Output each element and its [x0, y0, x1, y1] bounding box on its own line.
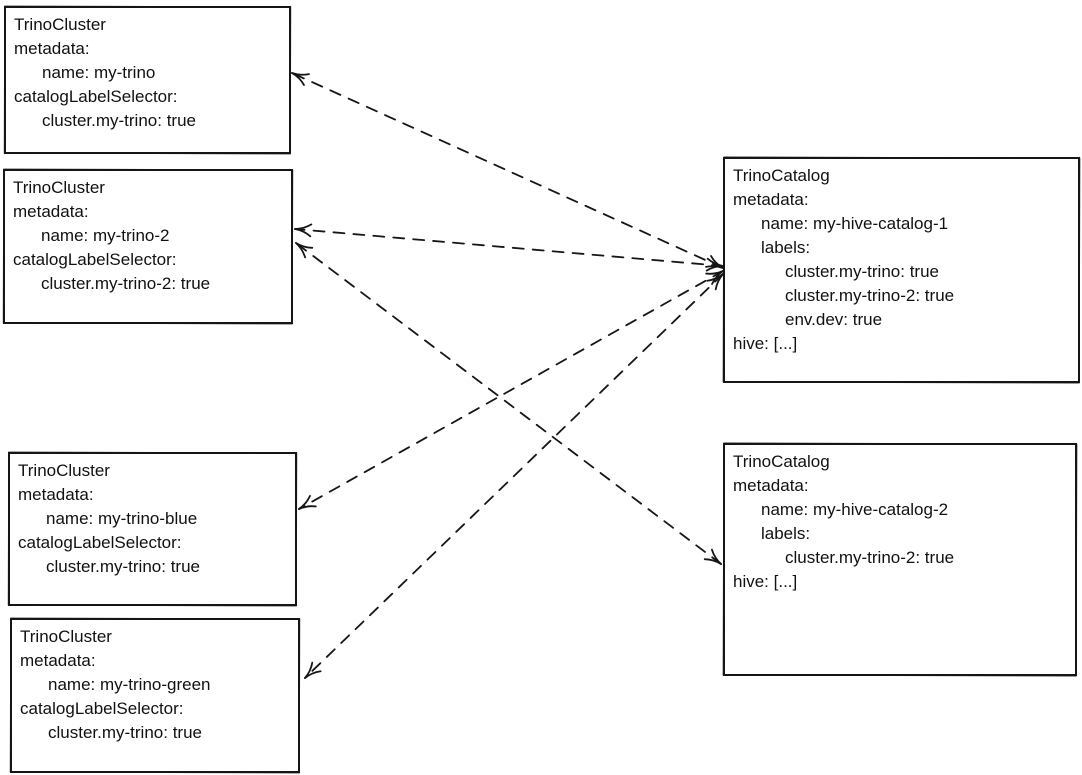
- edge-arrowhead: [706, 257, 724, 267]
- node-trinocluster-my-trino: TrinoCluster metadata: name: my-trino catal…: [4, 6, 291, 154]
- node-line: cluster.my-trino: true: [785, 262, 939, 281]
- edge-arrowhead: [706, 273, 724, 282]
- node-line: TrinoCatalog: [733, 166, 830, 185]
- node-line: name: my-hive-catalog-1: [761, 214, 949, 233]
- edge-line: [298, 270, 724, 510]
- node-line: TrinoCluster: [14, 15, 106, 34]
- node-line: name: my-trino-blue: [46, 509, 198, 528]
- node-line: name: my-trino-green: [48, 675, 211, 694]
- node-line: labels:: [761, 524, 811, 543]
- node-trinocluster-my-trino-green: TrinoCluster metadata: name: my-trino-gree…: [10, 618, 300, 773]
- node-line: catalogLabelSelector:: [18, 533, 182, 552]
- node-line: name: my-trino-2: [41, 226, 170, 245]
- node-line: labels:: [761, 238, 811, 257]
- edge-arrowhead: [304, 670, 322, 679]
- node-line: env.dev: true: [785, 310, 883, 329]
- node-line: cluster.my-trino: true: [42, 111, 196, 130]
- edge-arrowhead: [294, 228, 312, 238]
- node-line: name: my-trino: [42, 63, 156, 82]
- node-line: metadata:: [18, 485, 94, 504]
- edge-arrowhead: [291, 72, 305, 86]
- edge-line: [291, 72, 724, 269]
- node-line: cluster.my-trino: true: [48, 723, 202, 742]
- edge-arrowhead: [710, 255, 724, 269]
- node-trinocatalog-my-hive-catalog-2: TrinoCatalog metadata: name: my-hive-catal…: [723, 443, 1077, 676]
- node-trinocluster-my-trino-2: TrinoCluster metadata: name: my-trino-2 cat…: [3, 169, 293, 324]
- node-line: TrinoCluster: [18, 461, 110, 480]
- node-line: metadata:: [733, 190, 809, 209]
- node-line: TrinoCatalog: [733, 452, 830, 471]
- edge-line: [295, 242, 722, 565]
- node-line: hive: [...]: [733, 572, 798, 591]
- edge-line: [304, 273, 724, 679]
- node-line: TrinoCluster: [13, 178, 105, 197]
- node-line: name: my-hive-catalog-2: [761, 500, 949, 519]
- node-line: metadata:: [14, 39, 90, 58]
- node-line: cluster.my-trino-2: true: [785, 286, 955, 305]
- node-line: metadata:: [13, 202, 89, 221]
- node-line: metadata:: [20, 651, 96, 670]
- node-line: cluster.my-trino-2: true: [41, 274, 211, 293]
- edge-arrowhead: [294, 223, 313, 230]
- node-line: cluster.my-trino: true: [46, 557, 200, 576]
- edge-arrowhead: [705, 270, 724, 275]
- edge-arrowhead: [711, 548, 722, 565]
- edge-line: [294, 228, 724, 267]
- node-line: hive: [...]: [733, 334, 798, 353]
- edge-arrowhead: [298, 505, 317, 510]
- node-trinocluster-my-trino-blue: TrinoCluster metadata: name: my-trino-blue…: [8, 452, 297, 606]
- node-trinocatalog-my-hive-catalog-1: TrinoCatalog metadata: name: my-hive-catal…: [723, 157, 1080, 383]
- node-line: TrinoCluster: [20, 627, 112, 646]
- node-line: catalogLabelSelector:: [20, 699, 184, 718]
- node-line: catalogLabelSelector:: [14, 87, 178, 106]
- node-line: catalogLabelSelector:: [13, 250, 177, 269]
- node-line: metadata:: [733, 476, 809, 495]
- node-line: cluster.my-trino-2: true: [785, 548, 955, 567]
- edge-arrowhead: [295, 242, 306, 259]
